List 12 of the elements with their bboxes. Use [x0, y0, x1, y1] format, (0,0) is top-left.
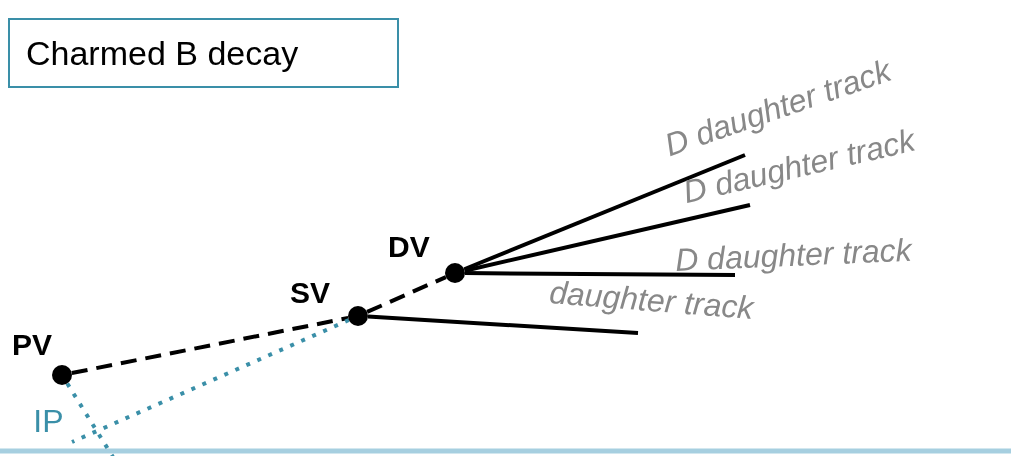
- track-line: [465, 271, 735, 277]
- title-box: [8, 18, 399, 88]
- dashed-line: [71, 316, 349, 375]
- dotted-line: [71, 318, 350, 444]
- track-line: [464, 203, 751, 273]
- dashed-line: [366, 275, 447, 314]
- track-line: [463, 153, 746, 272]
- vertex-label: PV: [12, 328, 53, 362]
- title-text: Charmed B decay: [26, 33, 299, 73]
- vertex-label: SV: [290, 276, 331, 310]
- track-line: [367, 314, 639, 335]
- vertex-label: DV: [388, 230, 430, 264]
